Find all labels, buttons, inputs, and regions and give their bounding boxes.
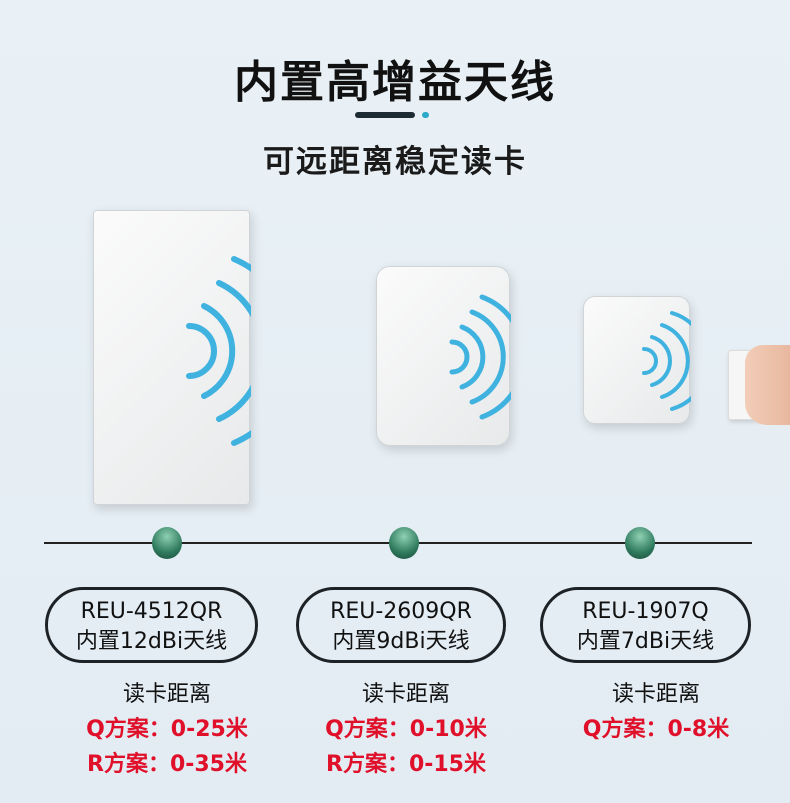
antenna-small-image [583,296,691,424]
timeline-dot [625,527,655,559]
timeline-dot [152,527,182,559]
q-range: Q方案：0-8米 [582,717,730,742]
r-range: R方案：0-15米 [326,752,486,777]
model-name: REU-1907Q [582,599,709,624]
model-name: REU-4512QR [80,599,223,624]
hand-image [745,345,790,425]
antenna-gain: 内置12dBi天线 [75,629,228,654]
r-range: R方案：0-35米 [87,752,247,777]
model-name: REU-2609QR [330,599,472,624]
q-range: Q方案：0-25米 [86,717,248,742]
page-title: 内置高增益天线 [234,57,556,108]
title-underline-dot [422,112,429,118]
signal-waves-icon [449,294,511,420]
timeline-dot [389,527,419,559]
antenna-medium-image [376,266,511,446]
distance-label: 读卡距离 [122,682,211,707]
title-underline [355,112,415,118]
signal-waves-icon [642,311,691,411]
signal-waves-icon [186,256,251,446]
antenna-gain: 内置9dBi天线 [332,629,470,654]
product-badge: REU-4512QR 内置12dBi天线 [45,587,258,663]
product-badge: REU-1907Q 内置7dBi天线 [540,587,751,663]
product-badge: REU-2609QR 内置9dBi天线 [296,587,506,663]
antenna-gain: 内置7dBi天线 [576,629,715,654]
distance-label: 读卡距离 [611,682,700,707]
q-range: Q方案：0-10米 [325,717,487,742]
distance-label: 读卡距离 [361,682,450,707]
page-subtitle: 可远距离稳定读卡 [263,144,527,180]
antenna-large-image [93,210,251,505]
